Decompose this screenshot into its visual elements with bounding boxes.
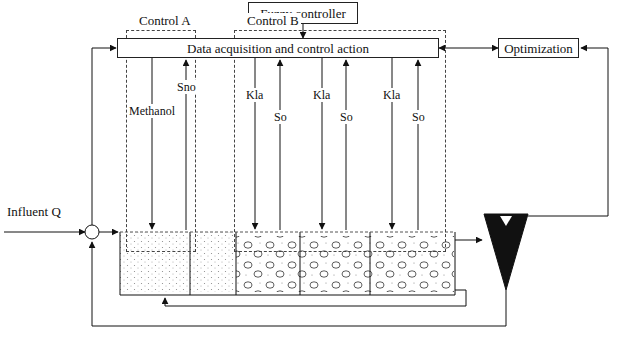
signal-name: Kla xyxy=(382,88,401,102)
control-region: Control A xyxy=(126,30,196,252)
flow-label: Influent Q xyxy=(6,205,62,219)
signal-name: Kla xyxy=(245,88,264,102)
signal-name: Methanol xyxy=(128,104,176,118)
acquisition-box: Data acquisition and control action xyxy=(117,38,439,58)
signal-name: Kla xyxy=(312,88,331,102)
box-label: Data acquisition and control action xyxy=(187,41,369,56)
signal-arrow xyxy=(303,24,304,38)
signal-arrow xyxy=(439,48,498,49)
region-heading: Control B xyxy=(245,13,301,28)
control-region: Control B xyxy=(234,30,446,252)
signal-name: Sno xyxy=(176,80,197,94)
signal-name: So xyxy=(411,110,426,124)
box-label: Optimization xyxy=(504,41,573,56)
signal-name: So xyxy=(273,110,288,124)
optimization-box: Optimization xyxy=(498,38,579,58)
region-heading: Control A xyxy=(137,13,193,28)
signal-name: So xyxy=(339,110,354,124)
